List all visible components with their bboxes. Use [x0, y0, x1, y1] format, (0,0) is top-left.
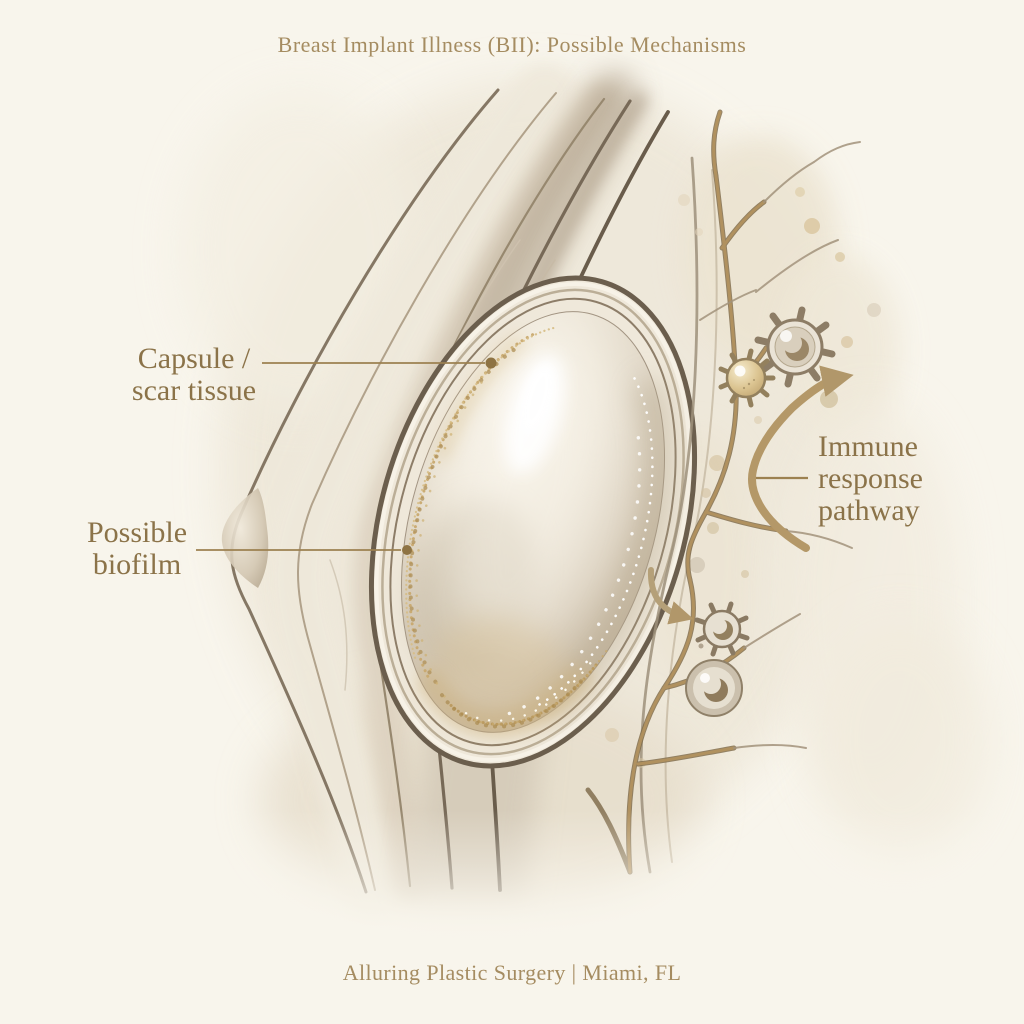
- leader-dot-biofilm: [402, 545, 412, 555]
- immune-pathway-hook-arrow: [647, 567, 694, 625]
- immune-cell-large-spiky: [754, 306, 836, 388]
- page-title: Breast Implant Illness (BII): Possible M…: [277, 32, 747, 57]
- leader-dot-capsule: [485, 357, 497, 369]
- implant-group: [368, 275, 698, 769]
- immune-pathway-swoosh-arrow: [748, 365, 854, 552]
- label-line: response: [818, 462, 923, 495]
- label-possible-biofilm: Possible biofilm: [0, 517, 297, 581]
- label-line: Possible: [86, 516, 188, 549]
- immune-cell-activated: [694, 601, 750, 657]
- immune-pathway-arrows: [647, 365, 854, 625]
- immune-cell-round: [685, 659, 743, 717]
- nipple: [221, 488, 269, 588]
- label-line: scar tissue: [131, 374, 257, 407]
- label-line: pathway: [818, 494, 920, 527]
- label-line: Capsule /: [137, 342, 251, 375]
- label-capsule-scar-tissue: Capsule / scar tissue: [34, 343, 354, 407]
- bottom-fade: [0, 810, 1024, 1024]
- label-immune-response-pathway: Immune response pathway: [818, 431, 1024, 527]
- implant-shell: [400, 311, 672, 733]
- footer-credit: Alluring Plastic Surgery | Miami, FL: [342, 960, 682, 985]
- leader-lines: [196, 357, 808, 555]
- immune-cell-small-gold: [718, 348, 776, 408]
- label-line: biofilm: [92, 548, 182, 581]
- biofilm-specks: [405, 326, 654, 737]
- label-line: Immune: [818, 430, 918, 463]
